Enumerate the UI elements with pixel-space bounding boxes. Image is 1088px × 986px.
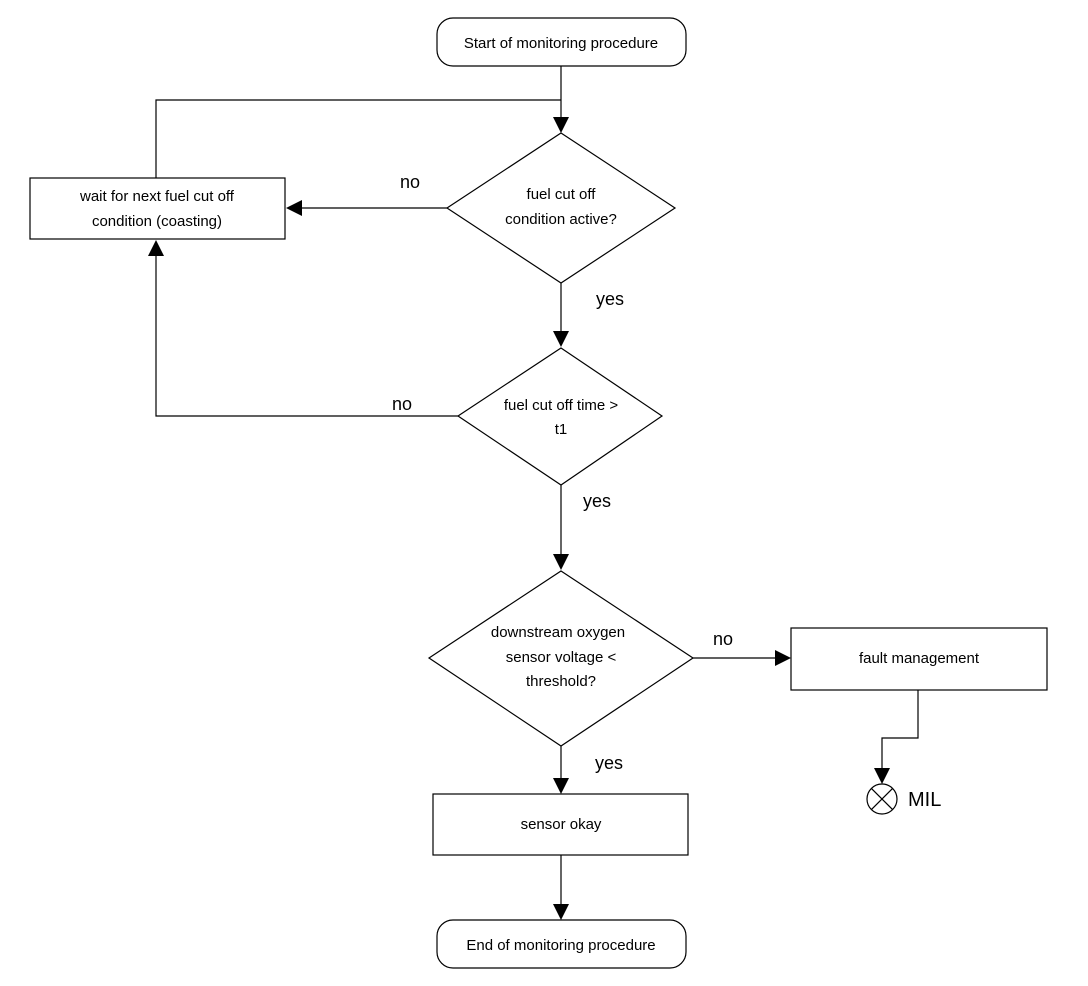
- decision3-diamond: [427, 570, 695, 747]
- decision2-diamond: [456, 347, 664, 486]
- decision3-node: downstream oxygen sensor voltage < thres…: [427, 570, 695, 747]
- decision1-node: fuel cut off condition active?: [445, 132, 677, 284]
- decision1-label-line2: condition active?: [505, 211, 617, 228]
- decision1-yes-label: yes: [596, 289, 624, 309]
- edge-fault-to-mil: [881, 690, 919, 768]
- start-node: Start of monitoring procedure: [436, 17, 687, 67]
- decision3-yes-label: yes: [595, 753, 623, 773]
- connectors: [155, 66, 919, 904]
- end-label: End of monitoring procedure: [466, 937, 655, 954]
- start-terminal: [436, 17, 687, 67]
- arrowhead-sensor-okay-in: [553, 778, 569, 794]
- start-label: Start of monitoring procedure: [464, 35, 658, 52]
- fault-label: fault management: [859, 650, 980, 667]
- edge-wait-loop-back: [155, 99, 561, 178]
- sensor-okay-node: sensor okay: [432, 793, 689, 856]
- arrowhead-wait-in-right: [286, 200, 302, 216]
- arrowhead-fault-in: [775, 650, 791, 666]
- arrowheads: [148, 117, 890, 920]
- end-terminal: [436, 919, 687, 969]
- end-node: End of monitoring procedure: [436, 919, 687, 969]
- fault-box: [790, 627, 1048, 691]
- sensor-okay-box: [432, 793, 689, 856]
- decision3-no-label: no: [713, 629, 733, 649]
- decision3-label-line3: threshold?: [526, 673, 596, 690]
- decision3-label-line2: sensor voltage <: [506, 649, 617, 666]
- edge-decision2-no: [155, 256, 458, 417]
- arrowhead-mil-in: [874, 768, 890, 784]
- edge-labels: no yes no yes no yes: [392, 172, 733, 773]
- wait-node: wait for next fuel cut off condition (co…: [29, 177, 286, 240]
- decision1-diamond: [445, 132, 677, 284]
- arrowhead-decision1-in: [553, 117, 569, 133]
- decision3-label-line1: downstream oxygen: [491, 624, 625, 641]
- sensor-okay-label: sensor okay: [521, 816, 602, 833]
- wait-label-line2: condition (coasting): [92, 213, 222, 230]
- decision2-no-label: no: [392, 394, 412, 414]
- decision2-label-line2: t1: [555, 421, 568, 438]
- arrowhead-end-in: [553, 904, 569, 920]
- decision2-label-line1: fuel cut off time >: [504, 397, 619, 414]
- arrowhead-wait-in-bottom: [148, 240, 164, 256]
- arrowhead-decision3-in: [553, 554, 569, 570]
- decision2-node: fuel cut off time > t1: [456, 347, 664, 486]
- mil-label: MIL: [908, 789, 941, 811]
- arrowhead-decision2-in: [553, 331, 569, 347]
- decision1-no-label: no: [400, 172, 420, 192]
- wait-box: [29, 177, 286, 240]
- decision1-label-line1: fuel cut off: [527, 186, 597, 203]
- lamp-cross-icon: [866, 783, 898, 815]
- fault-node: fault management: [790, 627, 1048, 691]
- wait-label-line1: wait for next fuel cut off: [79, 188, 235, 205]
- mil-indicator: MIL: [866, 783, 941, 815]
- decision2-yes-label: yes: [583, 491, 611, 511]
